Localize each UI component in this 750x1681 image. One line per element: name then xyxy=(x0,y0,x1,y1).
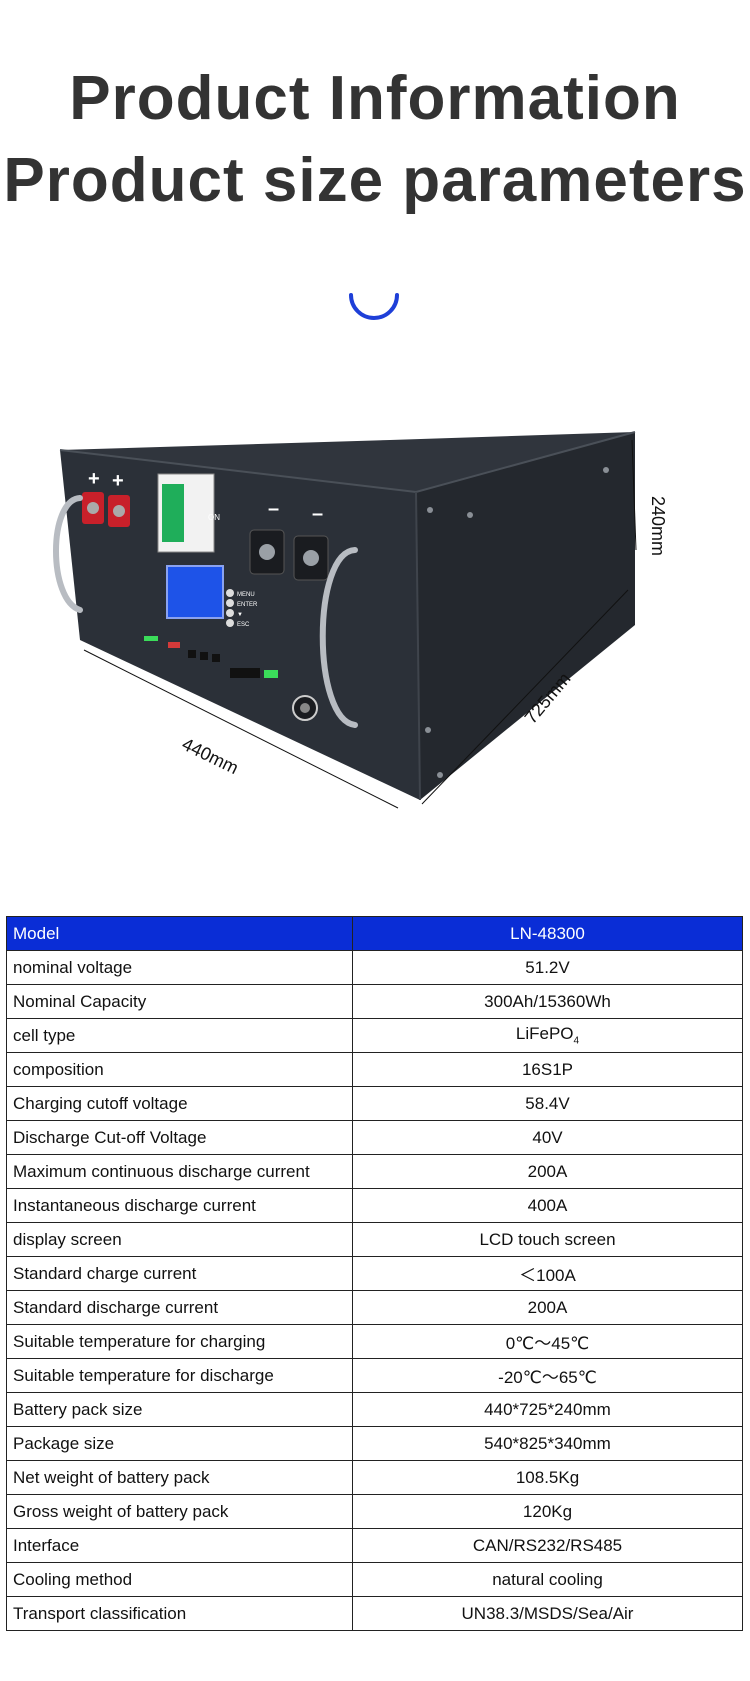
spec-label: display screen xyxy=(6,1222,353,1257)
page-title: Product Information Product size paramet… xyxy=(0,58,750,222)
negative-label-2: – xyxy=(312,503,323,525)
spec-value: 540*825*340mm xyxy=(352,1426,743,1461)
spec-value: 58.4V xyxy=(352,1086,743,1121)
spec-label: Suitable temperature for charging xyxy=(6,1324,353,1359)
spec-value: UN38.3/MSDS/Sea/Air xyxy=(352,1596,743,1631)
spec-value: 51.2V xyxy=(352,950,743,985)
decorative-arc-icon xyxy=(349,293,399,320)
table-row: Suitable temperature for discharge-20℃～6… xyxy=(6,1358,743,1393)
spec-value: 400A xyxy=(352,1188,743,1223)
spec-label: Interface xyxy=(6,1528,353,1563)
spec-value: 16S1P xyxy=(352,1052,743,1087)
left-handle xyxy=(53,495,83,613)
table-row: Standard charge current＜100A xyxy=(6,1256,743,1291)
battery-product-image: + + ON MENU ENTER ▼ ESC – – xyxy=(53,431,636,801)
spec-label: cell type xyxy=(6,1018,353,1053)
switch-on-label: ON xyxy=(208,513,220,522)
positive-label: + xyxy=(88,468,100,490)
spec-label: Nominal Capacity xyxy=(6,984,353,1019)
negative-label: – xyxy=(268,498,279,520)
spec-value: 200A xyxy=(352,1290,743,1325)
spec-value-subscript: 4 xyxy=(573,1035,580,1047)
spec-label: Battery pack size xyxy=(6,1392,353,1427)
spec-value: 0℃～45℃ xyxy=(352,1324,743,1359)
spec-value: 120Kg xyxy=(352,1494,743,1529)
spec-label: Standard charge current xyxy=(6,1256,353,1291)
dimension-lines xyxy=(83,439,637,809)
spec-value: LiFePO4 xyxy=(352,1018,743,1053)
title-product-information: Product Information xyxy=(69,64,681,133)
spec-label: Suitable temperature for discharge xyxy=(6,1358,353,1393)
spec-label: composition xyxy=(6,1052,353,1087)
dimension-height-label: 240mm xyxy=(648,496,668,557)
spec-label: Transport classification xyxy=(6,1596,353,1631)
table-header-row: Model LN-48300 xyxy=(6,916,743,951)
spec-label: Net weight of battery pack xyxy=(6,1460,353,1495)
spec-value-text: LiFePO xyxy=(515,1024,574,1044)
spec-value: 108.5Kg xyxy=(352,1460,743,1495)
spec-value: -20℃～65℃ xyxy=(352,1358,743,1393)
spec-label: Charging cutoff voltage xyxy=(6,1086,353,1121)
menu-button-label: MENU xyxy=(237,592,255,598)
title-product-size-parameters: Product size parameters xyxy=(3,146,747,215)
lcd-screen xyxy=(166,565,224,619)
spec-label: Discharge Cut-off Voltage xyxy=(6,1120,353,1155)
esc-button-label: ESC xyxy=(237,622,250,628)
spec-label: Package size xyxy=(6,1426,353,1461)
spec-value: ＜100A xyxy=(352,1256,743,1291)
spec-label: Cooling method xyxy=(6,1562,353,1597)
spec-value: 200A xyxy=(352,1154,743,1189)
spec-value: LCD touch screen xyxy=(352,1222,743,1257)
model-label: Model xyxy=(6,916,353,951)
spec-label: Maximum continuous discharge current xyxy=(6,1154,353,1189)
spec-label: Standard discharge current xyxy=(6,1290,353,1325)
spec-value: 440*725*240mm xyxy=(352,1392,743,1427)
enter-button-label: ENTER xyxy=(237,602,258,608)
spec-label: nominal voltage xyxy=(6,950,353,985)
model-value: LN-48300 xyxy=(352,916,743,951)
positive-label-2: + xyxy=(112,470,124,492)
spec-value: 40V xyxy=(352,1120,743,1155)
spec-label: Gross weight of battery pack xyxy=(6,1494,353,1529)
spec-value: 300Ah/15360Wh xyxy=(352,984,743,1019)
right-handle xyxy=(319,547,358,728)
spec-label: Instantaneous discharge current xyxy=(6,1188,353,1223)
down-button-label: ▼ xyxy=(237,612,243,618)
spec-value: natural cooling xyxy=(352,1562,743,1597)
spec-value: CAN/RS232/RS485 xyxy=(352,1528,743,1563)
